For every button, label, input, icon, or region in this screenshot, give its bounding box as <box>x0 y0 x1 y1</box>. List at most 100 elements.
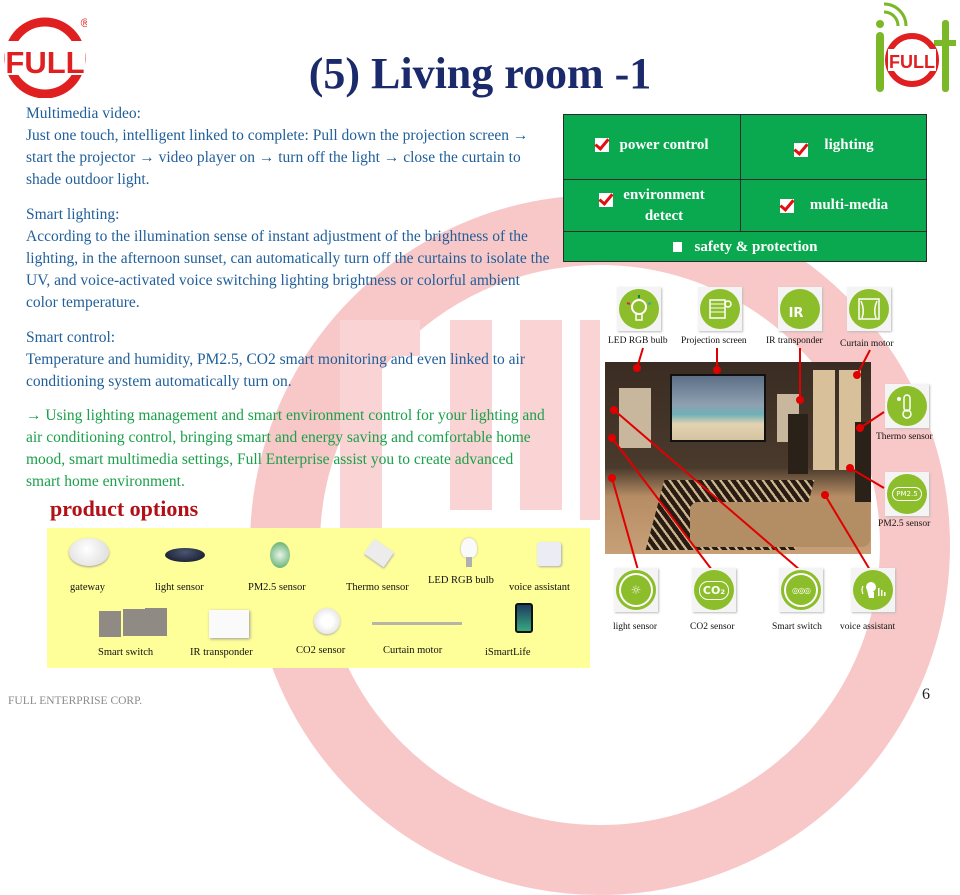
sensor-label-projection-screen: Projection screen <box>681 336 747 346</box>
sensor-label-light-sensor: light sensor <box>613 622 658 632</box>
smart-switch-image-2 <box>123 609 145 636</box>
thermo-sensor-image <box>364 538 394 568</box>
checkbox-checked-icon <box>794 143 809 157</box>
feature-table: power control lighting environment detect… <box>563 114 927 262</box>
feature-label-line2: detect <box>644 207 684 224</box>
watermark-letter-f-bar <box>340 320 420 356</box>
table-divider-h2 <box>564 231 926 232</box>
checkbox-checked-icon <box>599 192 614 207</box>
sofa <box>690 502 870 547</box>
section-smart-lighting: Smart lighting: According to the illumin… <box>26 204 551 314</box>
product-options-panel: gateway light sensor PM2.5 sensor Thermo… <box>47 528 590 668</box>
ir-glyph: IR <box>788 305 804 321</box>
product-label-co2-sensor: CO2 sensor <box>296 645 346 656</box>
co2-sensor-image <box>314 608 340 634</box>
feature-lighting: lighting <box>741 115 927 179</box>
sensor-label-pm25-sensor: PM2.5 sensor <box>878 519 931 529</box>
feature-label: lighting <box>824 136 874 153</box>
feature-label: safety & protection <box>694 238 818 255</box>
connector-lines <box>608 347 885 571</box>
gateway-image <box>69 538 109 566</box>
checkbox-checked-icon <box>595 138 610 152</box>
media-shelf-right <box>855 422 871 502</box>
page-title: (5) Living room -1 <box>308 49 652 98</box>
voice-icon <box>851 568 895 612</box>
sensor-label-thermo-sensor: Thermo sensor <box>876 432 933 442</box>
section-body: → Using lighting management and smart en… <box>26 407 545 490</box>
projection-screen-icon <box>698 287 742 331</box>
led-bulb-image <box>461 538 477 558</box>
projection-screen <box>670 374 766 442</box>
table-divider-h1 <box>564 179 926 180</box>
table-divider-v <box>740 115 741 231</box>
full-logo: FULL ® <box>3 14 87 98</box>
pm25-sensor-image <box>270 542 290 568</box>
product-label-ismartlife: iSmartLife <box>485 647 531 658</box>
svg-text:®: ® <box>81 16 87 30</box>
checkbox-checked-icon <box>779 198 794 213</box>
watermark-letter-u2 <box>520 320 562 510</box>
media-shelf <box>788 414 808 474</box>
bulb-icon <box>617 287 661 331</box>
light-sensor-icon: ☼ <box>614 568 658 612</box>
section-smart-control: Smart control: Temperature and humidity,… <box>26 327 551 393</box>
smart-switch-image <box>99 611 121 637</box>
curtain-motor-image <box>372 622 462 625</box>
product-label-thermo-sensor: Thermo sensor <box>346 582 409 593</box>
led-bulb-base <box>466 557 472 567</box>
section-multimedia: Multimedia video: Just one touch, intell… <box>26 103 551 191</box>
feature-label: power control <box>619 136 709 153</box>
section-body: Temperature and humidity, PM2.5, CO2 sma… <box>26 351 525 390</box>
footer-company: FULL ENTERPRISE CORP. <box>8 695 143 707</box>
feature-label-line1: environment <box>623 186 705 203</box>
curtain-icon <box>847 287 891 331</box>
product-label-voice-assistant: voice assistant <box>509 582 570 593</box>
feature-safety-protection: safety & protection <box>564 232 927 262</box>
product-label-led-rgb-bulb: LED RGB bulb <box>428 575 494 586</box>
co2-icon: CO₂ <box>692 568 736 612</box>
light-sensor-glyph: ☼ <box>630 583 642 597</box>
section-heading: Multimedia video: <box>26 105 141 122</box>
section-body: Just one touch, intelligent linked to co… <box>26 127 529 188</box>
svg-text:FULL: FULL <box>889 52 935 72</box>
light-sensor-image <box>165 548 205 562</box>
thermometer-icon <box>885 384 929 428</box>
voice-assistant-image <box>537 542 561 566</box>
svg-text:FULL: FULL <box>5 45 84 80</box>
section-heading: Smart control: <box>26 329 116 346</box>
ir-icon: IR <box>778 287 822 331</box>
iot-full-logo: FULL <box>870 0 960 98</box>
watermark-letter-u <box>450 320 492 510</box>
section-heading: Smart lighting: <box>26 206 120 223</box>
pm25-icon: PM2.5 <box>885 472 929 516</box>
section-summary: → Using lighting management and smart en… <box>26 405 551 493</box>
smart-switch-image-3 <box>145 608 167 636</box>
feature-label: environment detect <box>623 185 704 227</box>
feature-power-control: power control <box>564 115 740 179</box>
product-label-light-sensor: light sensor <box>155 582 204 593</box>
sensor-label-curtain-motor: Curtain motor <box>840 339 894 349</box>
watermark-letter-l <box>580 320 600 520</box>
smart-switch-icon: ◎◎◎ <box>779 568 823 612</box>
living-room-photo <box>605 362 871 554</box>
section-body: According to the illumination sense of i… <box>26 228 550 311</box>
product-label-ir-transponder: IR transponder <box>190 647 253 658</box>
co2-glyph: CO₂ <box>698 580 730 600</box>
sensor-label-ir-transponder: IR transponder <box>766 336 823 346</box>
sensor-label-voice-assistant: voice assistant <box>840 622 896 632</box>
product-label-gateway: gateway <box>70 582 105 593</box>
ismartlife-phone-image <box>515 603 533 633</box>
product-label-pm25-sensor: PM2.5 sensor <box>248 582 306 593</box>
pm25-glyph: PM2.5 <box>892 487 922 501</box>
sensor-label-led-rgb-bulb: LED RGB bulb <box>608 336 668 346</box>
curtain-left <box>813 370 835 470</box>
product-label-smart-switch: Smart switch <box>98 647 154 658</box>
product-options-title: product options <box>50 496 199 521</box>
sensor-label-smart-switch: Smart switch <box>772 622 822 632</box>
product-label-curtain-motor: Curtain motor <box>383 645 443 656</box>
feature-environment-detect: environment detect <box>564 180 740 231</box>
page-number: 6 <box>922 686 930 703</box>
feature-multi-media: multi-media <box>741 180 927 231</box>
feature-label: multi-media <box>809 197 889 213</box>
smart-switch-glyph: ◎◎◎ <box>792 585 811 595</box>
